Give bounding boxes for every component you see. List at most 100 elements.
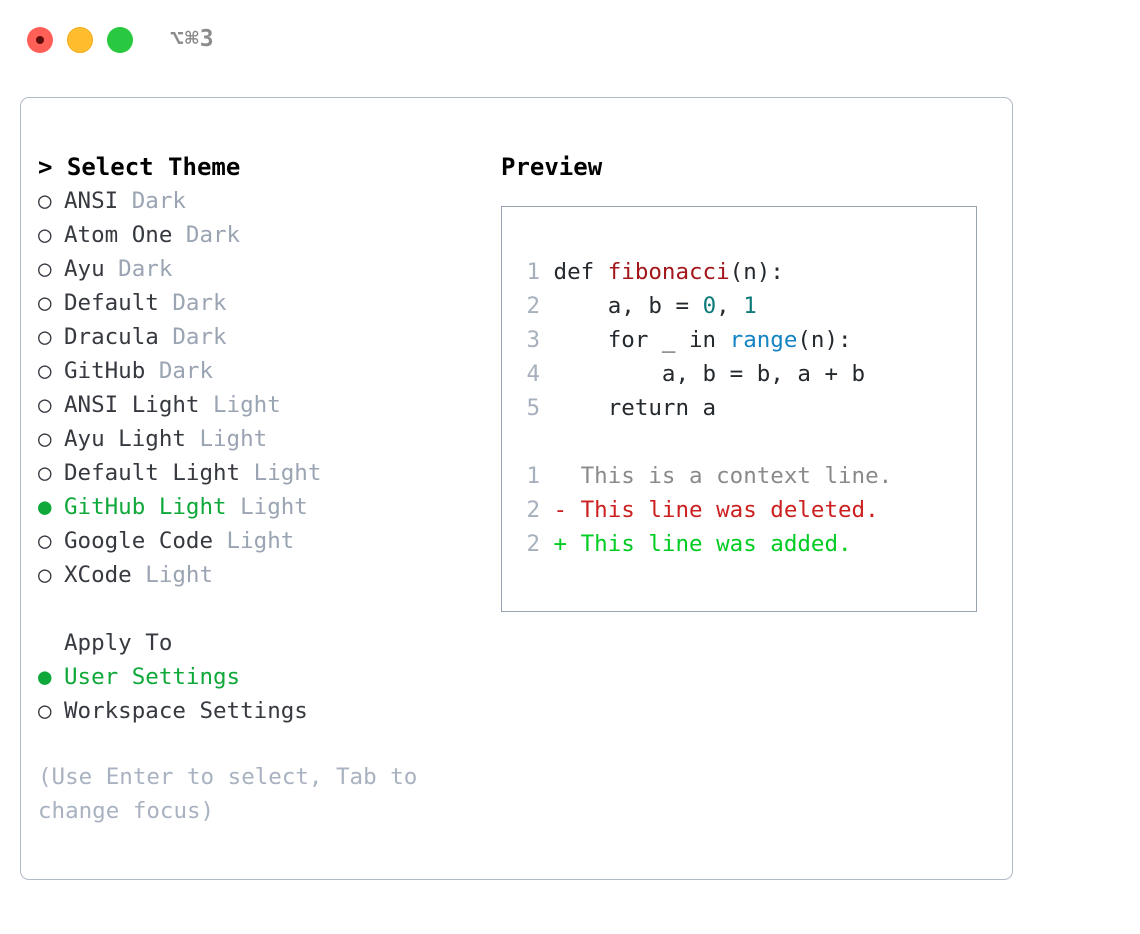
theme-picker-column: > Select Theme ○ANSI Dark○Atom One Dark○… bbox=[38, 150, 488, 828]
code-token: a, b = b, a + b bbox=[553, 361, 866, 387]
apply-to-option-label: User Settings bbox=[64, 664, 241, 690]
theme-option-category: Light bbox=[240, 460, 322, 486]
theme-option[interactable]: ○ GitHub Dark bbox=[38, 354, 488, 388]
code-token: (n): bbox=[797, 327, 852, 353]
radio-unselected-icon: ○ bbox=[38, 460, 52, 486]
theme-option-name: XCode bbox=[64, 562, 132, 588]
diff-line-text: This is a context line. bbox=[553, 463, 893, 489]
theme-option-name: GitHub bbox=[64, 358, 146, 384]
code-token: (n): bbox=[729, 259, 784, 285]
code-token: def bbox=[553, 259, 608, 285]
line-number: 1 bbox=[526, 463, 540, 489]
main-panel: > Select Theme ○ANSI Dark○Atom One Dark○… bbox=[20, 97, 1013, 880]
theme-option[interactable]: ○Ayu Dark bbox=[38, 252, 488, 286]
line-number: 2 bbox=[526, 293, 540, 319]
code-token: 1 bbox=[743, 293, 757, 319]
code-token: range bbox=[729, 327, 798, 353]
theme-option-name: ANSI Light bbox=[64, 392, 200, 418]
radio-unselected-icon: ○ bbox=[38, 392, 52, 418]
radio-unselected-icon: ○ bbox=[38, 528, 52, 554]
theme-option-category: Dark bbox=[145, 358, 214, 384]
code-line: 4 a, b = b, a + b bbox=[514, 357, 976, 391]
apply-to-option[interactable]: ○ Workspace Settings bbox=[38, 694, 488, 728]
title-bar: ⌥⌘3 bbox=[0, 0, 1140, 78]
theme-option[interactable]: ○ XCode Light bbox=[38, 558, 488, 592]
diff-line-text: - This line was deleted. bbox=[553, 497, 879, 523]
radio-unselected-icon: ○ bbox=[38, 188, 52, 214]
line-number: 2 bbox=[526, 531, 540, 557]
radio-unselected-icon: ○ bbox=[38, 698, 52, 724]
theme-option-name: Google Code bbox=[64, 528, 214, 554]
theme-option[interactable]: ○ Ayu Light Light bbox=[38, 422, 488, 456]
radio-unselected-icon: ○ bbox=[38, 426, 52, 452]
theme-option-category: Dark bbox=[158, 324, 227, 350]
line-number: 2 bbox=[526, 497, 540, 523]
close-button-icon[interactable] bbox=[27, 27, 53, 53]
theme-option-category: Dark bbox=[118, 188, 186, 214]
code-token: a, b = bbox=[553, 293, 703, 319]
code-spacer bbox=[514, 425, 976, 459]
radio-unselected-icon: ○ bbox=[38, 290, 52, 316]
theme-option-name: GitHub Light bbox=[64, 494, 227, 520]
line-number: 4 bbox=[526, 361, 540, 387]
radio-unselected-icon: ○ bbox=[38, 358, 52, 384]
theme-option-category: Light bbox=[185, 426, 268, 452]
code-line: 5 return a bbox=[514, 391, 976, 425]
code-token: , bbox=[716, 293, 744, 319]
keyboard-shortcut-label: ⌥⌘3 bbox=[170, 26, 215, 52]
theme-option[interactable]: ○ Google Code Light bbox=[38, 524, 488, 558]
theme-option[interactable]: ○ Default Light Light bbox=[38, 456, 488, 490]
code-line: 2 a, b = 0, 1 bbox=[514, 289, 976, 323]
preview-heading: Preview bbox=[501, 153, 603, 181]
theme-option-name: Atom One bbox=[64, 222, 173, 248]
apply-to-section: ○Apply To ●User Settings○Workspace Setti… bbox=[38, 626, 488, 728]
maximize-button-icon[interactable] bbox=[107, 27, 133, 53]
theme-option-name: Ayu bbox=[64, 256, 105, 282]
diff-sample: 1 This is a context line.2 - This line w… bbox=[514, 459, 976, 561]
diff-line-text: + This line was added. bbox=[553, 531, 852, 557]
diff-line: 2 - This line was deleted. bbox=[514, 493, 976, 527]
theme-list[interactable]: ○ ANSI Dark ○ Atom One Dark ○ Ayu Dark ○ Defaul… bbox=[38, 184, 488, 592]
select-theme-heading: > Select Theme bbox=[38, 153, 241, 181]
theme-option[interactable]: ○ Atom One Dark bbox=[38, 218, 488, 252]
line-number: 3 bbox=[526, 327, 540, 353]
apply-to-option-label: Workspace Settings bbox=[64, 698, 308, 724]
apply-to-option[interactable]: ● User Settings bbox=[38, 660, 488, 694]
theme-option[interactable]: ○ ANSI Light Light bbox=[38, 388, 488, 422]
keyboard-hint-text: (Use Enter to select, Tab to change focu… bbox=[38, 764, 431, 824]
theme-option-name: Dracula bbox=[64, 324, 159, 350]
theme-option-category: Dark bbox=[172, 222, 241, 248]
line-number: 1 bbox=[526, 259, 540, 285]
radio-unselected-icon: ○ bbox=[38, 562, 52, 588]
diff-line: 2 + This line was added. bbox=[514, 527, 976, 561]
theme-option[interactable]: ○ Dracula Dark bbox=[38, 320, 488, 354]
radio-unselected-icon: ○ bbox=[38, 324, 52, 350]
code-token: for _ in bbox=[553, 327, 730, 353]
radio-unselected-icon: ○ bbox=[38, 222, 52, 248]
code-line: 1 def fibonacci(n): bbox=[514, 255, 976, 289]
apply-to-list[interactable]: ● User Settings ○ Workspace Settings bbox=[38, 660, 488, 728]
radio-unselected-icon: ○ bbox=[38, 256, 52, 282]
diff-line: 1 This is a context line. bbox=[514, 459, 976, 493]
code-line: 3 for _ in range(n): bbox=[514, 323, 976, 357]
radio-selected-icon: ● bbox=[38, 664, 52, 690]
line-number: 5 bbox=[526, 395, 540, 421]
theme-option[interactable]: ○Default Dark bbox=[38, 286, 488, 320]
minimize-button-icon[interactable] bbox=[67, 27, 93, 53]
theme-option[interactable]: ● GitHub Light Light bbox=[38, 490, 488, 524]
theme-option-category: Light bbox=[199, 392, 281, 418]
radio-selected-icon: ● bbox=[38, 494, 52, 520]
theme-option-name: Default Light bbox=[64, 460, 241, 486]
theme-option-category: Light bbox=[131, 562, 214, 588]
preview-column: Preview 1 def fibonacci(n):2 a, b = 0, 1… bbox=[501, 150, 991, 612]
theme-option-name: Default bbox=[64, 290, 159, 316]
theme-option-category: Light bbox=[226, 494, 308, 520]
theme-option[interactable]: ○ ANSI Dark bbox=[38, 184, 488, 218]
theme-option-name: Ayu Light bbox=[64, 426, 186, 452]
theme-option-category: Light bbox=[213, 528, 295, 554]
theme-option-name: ANSI bbox=[64, 188, 119, 214]
code-token: 0 bbox=[702, 293, 717, 319]
